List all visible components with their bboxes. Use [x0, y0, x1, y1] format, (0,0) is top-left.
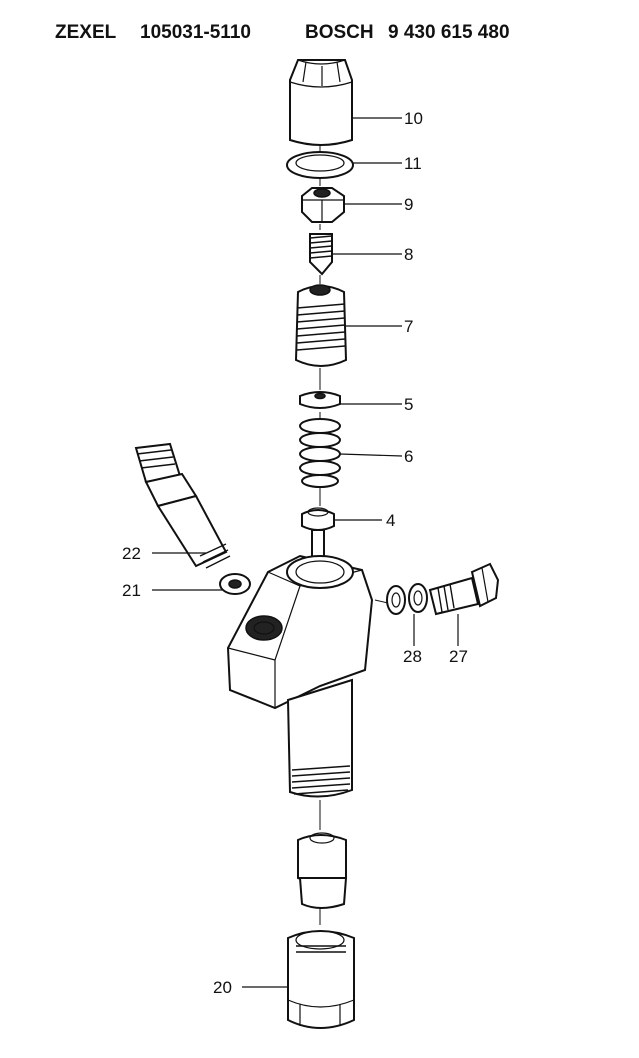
part-21-washer	[219, 573, 251, 595]
callout-4: 4	[386, 511, 395, 530]
diagram-header: ZEXEL 105031-5110 BOSCH 9 430 615 480	[55, 22, 510, 43]
callout-22: 22	[122, 544, 141, 563]
header-brand-zexel: ZEXEL	[55, 22, 117, 43]
callout-9: 9	[404, 195, 413, 214]
part-11-gasket-ring	[286, 151, 354, 179]
callout-20: 20	[213, 978, 232, 997]
callout-27: 27	[449, 647, 468, 666]
nozzle-assembly	[297, 832, 348, 909]
part-27-banjo-bolt	[428, 562, 500, 616]
part-7-threaded-sleeve	[294, 284, 348, 367]
callout-7: 7	[404, 317, 413, 336]
part-10-cap-nut	[289, 59, 353, 146]
callout-10: 10	[404, 109, 423, 128]
part-22-inlet-connector	[134, 442, 231, 569]
part-8-adjusting-screw	[309, 233, 333, 276]
callout-11: 11	[404, 154, 422, 173]
callout-6: 6	[404, 447, 413, 466]
header-brand-bosch: BOSCH	[305, 22, 374, 43]
part-20-retaining-nut	[287, 930, 355, 1029]
callout-8: 8	[404, 245, 413, 264]
callout-28: 28	[403, 647, 422, 666]
part-28-washers	[386, 583, 428, 615]
callout-21: 21	[122, 581, 141, 600]
part-6-spring	[299, 418, 341, 488]
callout-5: 5	[404, 395, 413, 414]
header-part-number-bosch: 9 430 615 480	[388, 22, 510, 43]
callout-leaders	[152, 117, 459, 988]
header-part-number-zexel: 105031-5110	[140, 22, 251, 43]
assembly-axis-lines	[319, 145, 389, 925]
callout-labels: 10 11 9 8 7 5 6 4 22 21 28 27 20	[122, 109, 468, 997]
nozzle-holder-body	[226, 554, 374, 798]
part-9-hex-nut	[301, 187, 345, 223]
part-5-shim	[299, 391, 341, 409]
